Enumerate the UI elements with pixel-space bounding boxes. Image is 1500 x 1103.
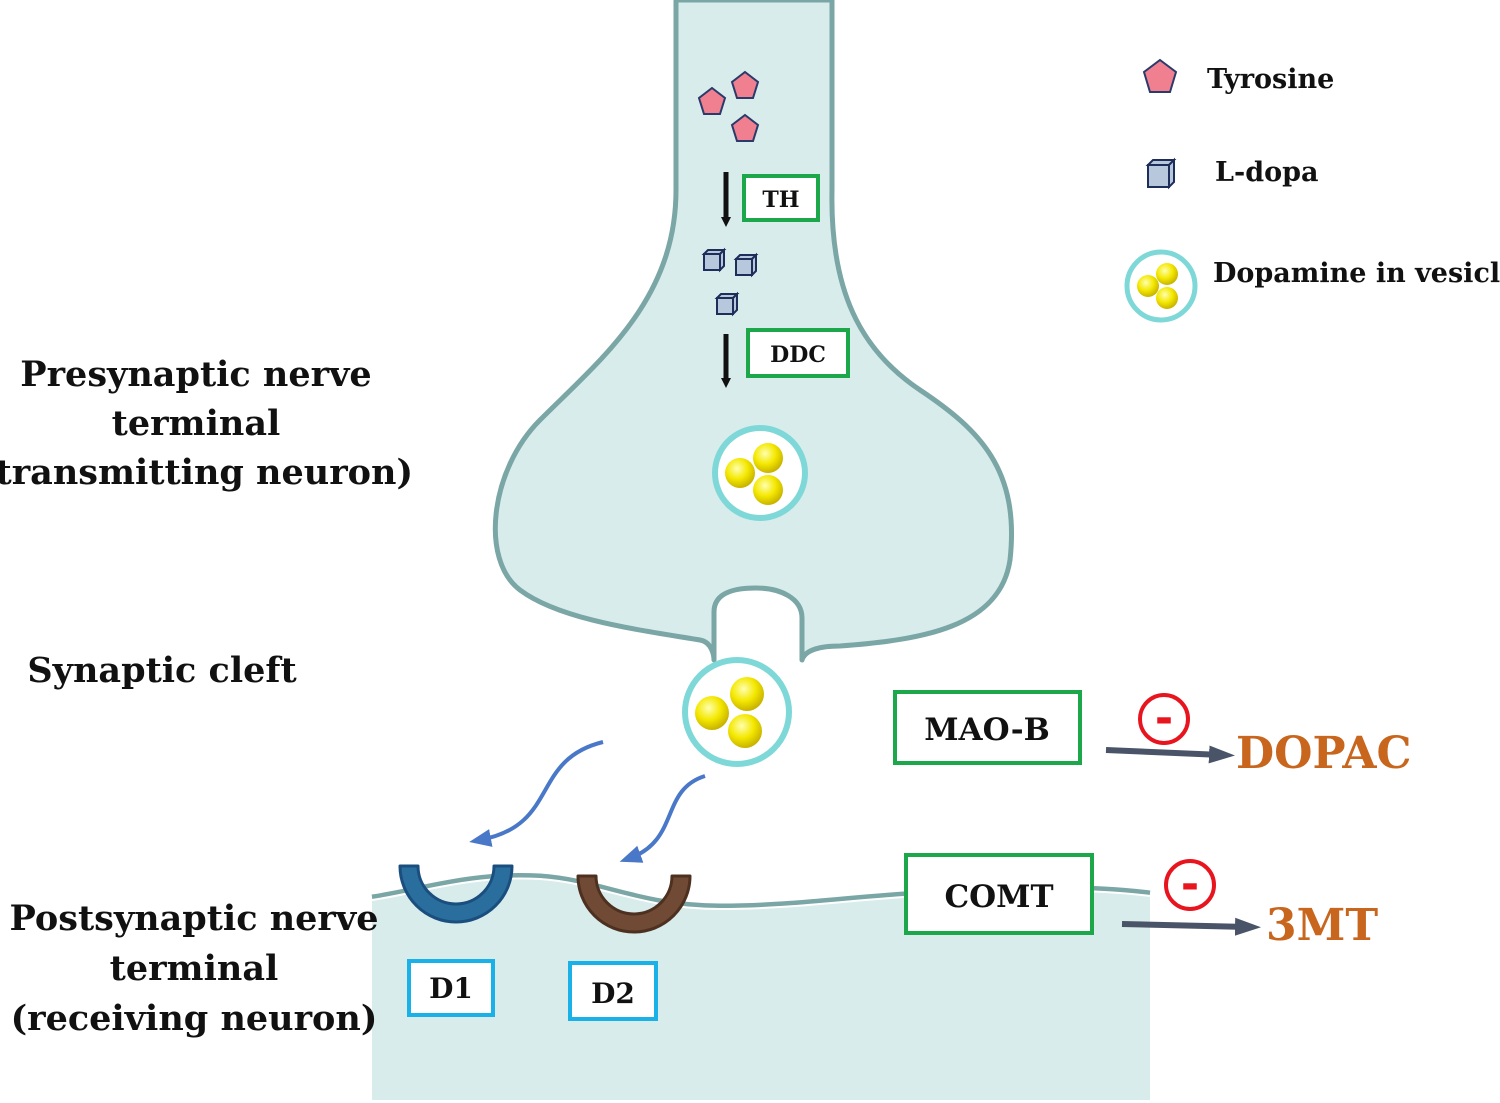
tyrosine-icon xyxy=(697,86,727,115)
tyrosine-icon xyxy=(730,113,760,142)
mt3-label: 3MT xyxy=(1266,900,1378,951)
ddc-label: DDC xyxy=(770,342,826,368)
inhibit-symbol: - xyxy=(1155,693,1173,744)
legend-dopamine: Dopamine in vesicle xyxy=(1213,258,1500,289)
ldopa-icon xyxy=(714,291,740,317)
dopac-arrow xyxy=(1105,745,1235,764)
d1-box xyxy=(407,959,495,1017)
presynaptic-line-3: (transmitting neuron) xyxy=(0,452,413,493)
d2-label: D2 xyxy=(591,977,635,1010)
ldopa-icon xyxy=(733,252,759,278)
d2-receptor-icon xyxy=(576,874,692,934)
d1-receptor-icon xyxy=(398,864,514,924)
postsynaptic-line-2: terminal xyxy=(110,948,279,989)
inhibit-icon xyxy=(1164,859,1216,911)
ddc-box xyxy=(746,328,850,378)
maob-label: MAO-B xyxy=(924,712,1050,748)
comt-label: COMT xyxy=(944,879,1053,915)
dopamine-vesicle xyxy=(712,425,808,521)
release-arrow-d2 xyxy=(619,774,706,863)
tyrosine-icon xyxy=(730,70,760,99)
postsynaptic-line-1: Postsynaptic nerve xyxy=(10,898,379,939)
ldopa-icon xyxy=(1145,157,1177,190)
ldopa-group xyxy=(701,247,759,317)
legend-ldopa: L-dopa xyxy=(1215,157,1318,188)
legend: Tyrosine L-dopa Dopamine in vesicle xyxy=(1124,58,1500,323)
postsynaptic-label: Postsynaptic nerve terminal (receiving n… xyxy=(10,898,379,1039)
release-arrow-d1 xyxy=(469,740,604,847)
maob-box xyxy=(893,690,1082,765)
comt-box xyxy=(904,853,1094,935)
presynaptic-line-2: terminal xyxy=(112,403,281,444)
mt3-arrow xyxy=(1121,917,1261,936)
synaptic-cleft-label: Synaptic cleft xyxy=(27,650,296,691)
dopac-label: DOPAC xyxy=(1236,728,1412,779)
legend-tyrosine: Tyrosine xyxy=(1207,64,1334,95)
th-label: TH xyxy=(762,187,799,213)
presynaptic-label: Presynaptic nerve terminal (transmitting… xyxy=(0,354,413,493)
inhibit-icon xyxy=(1138,693,1190,745)
postsynaptic-line-3: (receiving neuron) xyxy=(11,998,378,1039)
inhibit-symbol: - xyxy=(1181,859,1199,910)
dopamine-vesicle-cleft xyxy=(682,657,792,767)
presynaptic-line-1: Presynaptic nerve xyxy=(20,354,371,395)
ldopa-icon xyxy=(701,247,727,273)
tyrosine-group xyxy=(697,70,760,142)
th-box xyxy=(742,174,820,222)
tyrosine-icon xyxy=(1142,58,1178,93)
d1-label: D1 xyxy=(429,972,473,1005)
d2-box xyxy=(568,961,658,1021)
dopamine-vesicle-icon xyxy=(1124,249,1198,323)
